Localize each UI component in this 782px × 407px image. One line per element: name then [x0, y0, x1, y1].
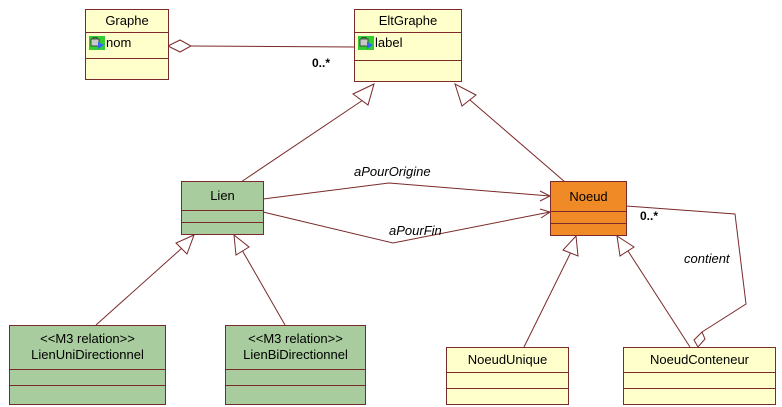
class-eltgraphe-operations [355, 61, 461, 82]
class-graphe-attributes: nom [86, 33, 168, 59]
multiplicity-noeud: 0..* [640, 209, 659, 223]
class-noeudunique-operations [447, 389, 568, 407]
class-noeudunique-attributes [447, 373, 568, 389]
class-lienbidirectionnel-operations [226, 386, 365, 406]
class-noeudconteneur-header: NoeudConteneur [624, 348, 775, 373]
class-lienbidirectionnel[interactable]: <<M3 relation>> LienBiDirectionnel [225, 325, 366, 405]
class-noeudconteneur[interactable]: NoeudConteneur [623, 347, 776, 405]
lienbi-generalization-arrow [233, 233, 250, 256]
apourorigine-line [262, 182, 551, 200]
class-lienunidirectionnel-attributes [10, 370, 165, 386]
class-graphe-operations [86, 59, 168, 80]
noeudunique-generalization-line [523, 251, 572, 348]
apourfin-line [262, 211, 551, 244]
noeudconteneur-generalization-line [627, 250, 691, 348]
class-graphe-header: Graphe [86, 10, 168, 33]
class-lien-operations [182, 223, 263, 235]
noeudconteneur-generalization-arrow [616, 234, 635, 257]
class-noeudunique[interactable]: NoeudUnique [446, 347, 569, 405]
class-lien-name: Lien [210, 188, 235, 203]
aggregation-diamond [166, 39, 193, 53]
class-noeud-operations [551, 224, 626, 236]
class-noeudunique-name: NoeudUnique [467, 352, 548, 367]
class-eltgraphe-header: EltGraphe [355, 10, 461, 33]
class-lien[interactable]: Lien [181, 181, 264, 235]
class-lienbidirectionnel-name: LienBiDirectionnel [243, 347, 348, 362]
association-label-apourfin: aPourFin [389, 223, 442, 238]
protected-attribute-icon [358, 36, 374, 50]
attribute-row: label [355, 35, 461, 51]
class-noeudconteneur-attributes [624, 373, 775, 389]
class-graphe[interactable]: Graphe nom [85, 9, 169, 80]
noeud-generalization-arrow [454, 82, 477, 107]
class-lienbidirectionnel-attributes [226, 370, 365, 386]
attribute-name: nom [106, 35, 132, 50]
noeud-generalization-line [469, 99, 566, 183]
association-label-apourorigine: aPourOrigine [354, 164, 431, 179]
class-lienbidirectionnel-header: <<M3 relation>> LienBiDirectionnel [226, 326, 365, 370]
class-eltgraphe-attributes: label [355, 33, 461, 61]
multiplicity-eltgraphe: 0..* [312, 56, 331, 70]
attribute-row: nom [86, 35, 168, 51]
lienbi-generalization-line [241, 249, 286, 326]
class-lienunidirectionnel-stereotype: <<M3 relation>> [40, 331, 135, 346]
class-noeudconteneur-name: NoeudConteneur [649, 352, 750, 367]
class-noeud-header: Noeud [551, 182, 626, 212]
protected-attribute-icon [89, 36, 105, 50]
class-lien-header: Lien [182, 182, 263, 211]
class-noeud-name: Noeud [569, 189, 608, 204]
lien-generalization-arrow [352, 83, 375, 106]
class-noeud[interactable]: Noeud [550, 181, 627, 236]
class-noeud-attributes [551, 212, 626, 224]
class-noeudconteneur-operations [624, 389, 775, 407]
noeudunique-generalization-arrow [562, 234, 579, 257]
class-noeudunique-header: NoeudUnique [447, 348, 568, 373]
class-eltgraphe[interactable]: EltGraphe label [354, 9, 462, 82]
aggregation-line [190, 45, 355, 48]
class-eltgraphe-name: EltGraphe [378, 13, 438, 28]
class-lien-attributes [182, 211, 263, 223]
lien-generalization-line [240, 99, 364, 183]
class-lienunidirectionnel-header: <<M3 relation>> LienUniDirectionnel [10, 326, 165, 370]
lienuni-generalization-line [95, 247, 183, 326]
class-lienbidirectionnel-stereotype: <<M3 relation>> [248, 331, 343, 346]
association-label-contient: contient [684, 251, 730, 266]
class-lienunidirectionnel[interactable]: <<M3 relation>> LienUniDirectionnel [9, 325, 166, 405]
contient-line [625, 205, 747, 333]
class-lienunidirectionnel-operations [10, 386, 165, 406]
lienuni-generalization-arrow [175, 234, 195, 255]
class-lienunidirectionnel-name: LienUniDirectionnel [31, 347, 144, 362]
contient-diamond [693, 331, 706, 348]
attribute-name: label [375, 35, 403, 50]
class-graphe-name: Graphe [105, 13, 149, 28]
